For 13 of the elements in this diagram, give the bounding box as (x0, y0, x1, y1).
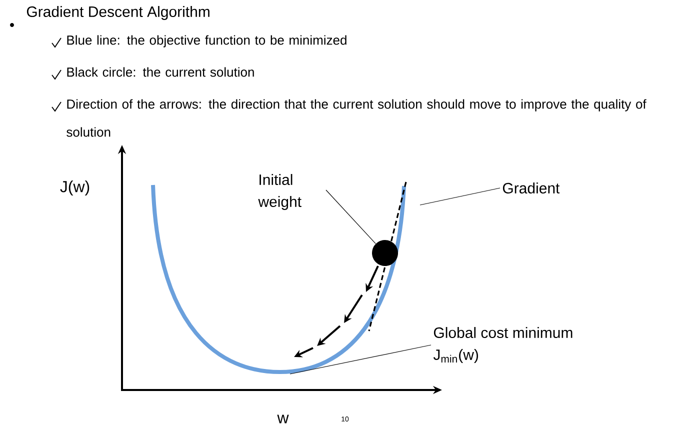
callout-text: Global cost minimum J$_{min}$(w) (433, 327, 572, 363)
callout-text: Gradient (502, 182, 560, 194)
bullet-text: Black circle: the current solution (67, 67, 254, 77)
bullet-text: Direction of the arrows: the direction that the current solution should move to improve the quality of solution (66, 99, 646, 137)
leader-line (326, 190, 376, 244)
callout-text: Initial weight (258, 174, 302, 210)
leader-line (290, 344, 432, 374)
leader-line (420, 188, 500, 206)
current-solution-dot (372, 240, 398, 266)
title: Gradient Descent Algorithm (26, 6, 210, 20)
bullet-text: Blue line: the objective function to be minimized (67, 35, 346, 48)
axis-label: J(w) (60, 180, 90, 196)
axis-label: w (277, 414, 289, 424)
